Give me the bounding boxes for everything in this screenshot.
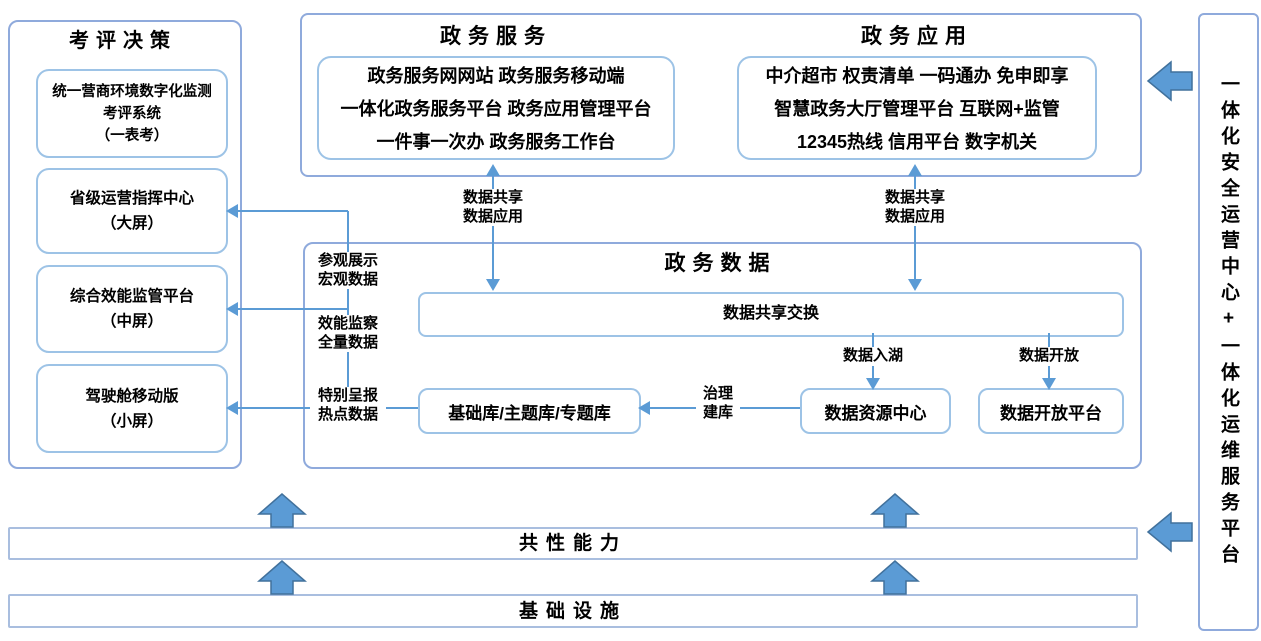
- gov-app-title: 政务应用: [861, 25, 973, 48]
- security-ops-panel: 一体化安全运营中心+一体化运维服务平台: [1198, 13, 1259, 631]
- data-resource-center-box: 数据资源中心: [800, 388, 951, 434]
- label-line: 特别呈报: [317, 387, 378, 404]
- label-line: 效能监察: [317, 315, 378, 332]
- label-line: 全量数据: [317, 333, 378, 351]
- gov-service-title: 政务服务: [440, 25, 552, 48]
- box-line: 12345热线 信用平台 数字机关: [796, 132, 1038, 152]
- box-line: 省级运营指挥中心: [69, 190, 194, 207]
- box-line: 综合效能监管平台: [69, 288, 194, 305]
- command-center-box: 省级运营指挥中心 （大屏）: [36, 168, 228, 254]
- data-lake-label: 数据入湖: [833, 347, 913, 366]
- label-line: 参观展示: [317, 252, 378, 269]
- security-ops-text: 一体化安全运营中心+一体化运维服务平台: [1218, 74, 1239, 570]
- data-open-label: 数据开放: [1009, 347, 1089, 366]
- common-capability-bar: 共性能力: [8, 527, 1138, 560]
- box-line: （大屏）: [100, 215, 163, 232]
- label-line: 数据共享: [462, 189, 523, 206]
- box-line: 政务服务网网站 政务服务移动端: [367, 66, 625, 86]
- infrastructure-bar: 基础设施: [8, 594, 1138, 628]
- supervision-platform-box: 综合效能监管平台 （中屏）: [36, 265, 228, 353]
- left-arrow-icon: [1146, 511, 1193, 553]
- gov-data-title: 政务数据: [664, 252, 777, 275]
- data-exchange-bar: 数据共享交换: [418, 292, 1124, 337]
- up-arrow-icon: [256, 560, 308, 595]
- label-line: 数据应用: [462, 207, 523, 225]
- left-arrow-icon: [1146, 60, 1193, 102]
- gov-service-box: 政务服务网网站 政务服务移动端 一体化政务服务平台 政务应用管理平台 一件事一次…: [317, 56, 675, 160]
- box-line: （一表考）: [95, 127, 169, 144]
- box-line: 智慧政务大厅管理平台 互联网+监管: [774, 99, 1060, 119]
- gov-app-box: 中介超市 权责清单 一码通办 免申即享 智慧政务大厅管理平台 互联网+监管 12…: [737, 56, 1097, 160]
- efficiency-label: 效能监察 全量数据: [310, 315, 386, 352]
- special-report-label: 特别呈报 热点数据: [310, 387, 386, 424]
- label-line: 数据共享: [884, 189, 945, 206]
- base-library-box: 基础库/主题库/专题库: [418, 388, 641, 434]
- up-arrow-icon: [256, 493, 308, 528]
- label-line: 建库: [702, 403, 733, 421]
- share-apply-label: 数据共享 数据应用: [877, 189, 953, 226]
- up-arrow-icon: [869, 560, 921, 595]
- box-line: 一件事一次办 政务服务工作台: [376, 132, 616, 152]
- govern-build-label: 治理 建库: [696, 385, 740, 422]
- box-line: 考评系统: [103, 105, 161, 122]
- cockpit-mobile-box: 驾驶舱移动版 （小屏）: [36, 364, 228, 453]
- monitoring-system-box: 统一营商环境数字化监测 考评系统 （一表考）: [36, 69, 228, 158]
- visit-display-label: 参观展示 宏观数据: [310, 252, 386, 289]
- box-line: （小屏）: [100, 412, 163, 430]
- share-apply-label: 数据共享 数据应用: [455, 189, 531, 226]
- box-line: 中介超市 权责清单 一码通办 免申即享: [765, 66, 1069, 86]
- box-line: 驾驶舱移动版: [85, 387, 179, 405]
- label-line: 数据应用: [884, 207, 945, 225]
- label-line: 治理: [702, 385, 733, 402]
- up-arrow-icon: [869, 493, 921, 528]
- box-line: （中屏）: [100, 313, 163, 330]
- box-line: 一体化政务服务平台 政务应用管理平台: [340, 99, 652, 119]
- label-line: 热点数据: [317, 405, 378, 423]
- evaluation-decision-title: 考评决策: [69, 30, 177, 52]
- data-open-platform-box: 数据开放平台: [978, 388, 1124, 434]
- box-line: 统一营商环境数字化监测: [52, 83, 212, 100]
- label-line: 宏观数据: [317, 270, 378, 288]
